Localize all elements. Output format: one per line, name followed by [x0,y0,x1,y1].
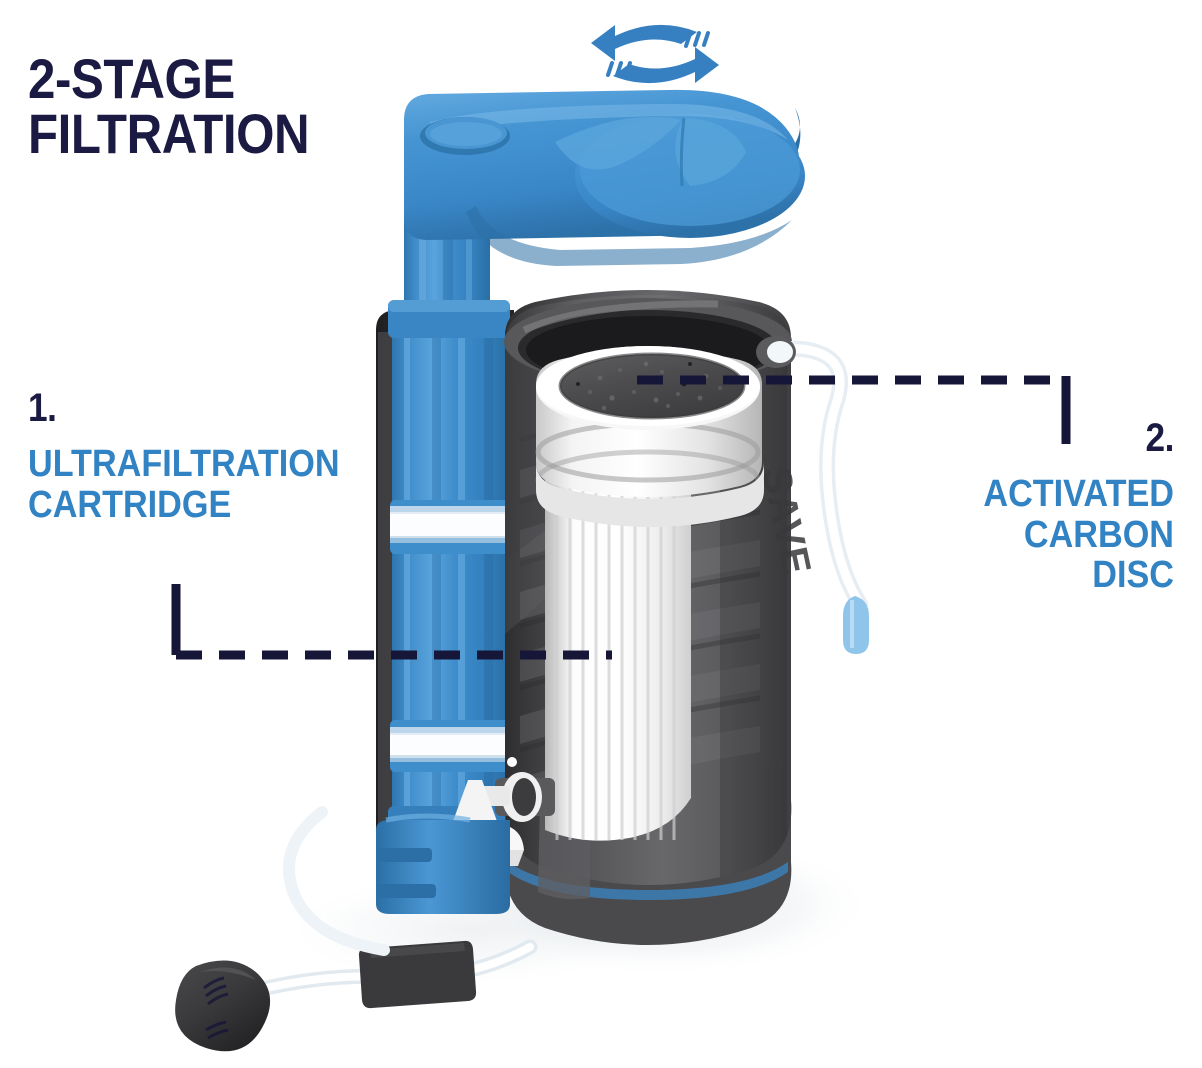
page-title: 2-STAGE FILTRATION [28,47,398,165]
activated-carbon-disc [560,354,744,418]
rear-hose-loop [282,806,390,956]
cartridge-base-foot [376,813,510,914]
drinking-hose [756,336,869,654]
rotation-arrows-icon [591,24,719,84]
cartridge-seal-band [390,720,510,772]
title-line-2: FILTRATION [28,101,310,165]
bottom-hose-assembly [175,939,538,1052]
ultrafiltration-cartridge[interactable] [388,300,510,862]
callout-right-number: 2. [1145,416,1175,460]
activated-carbon-disc-assembly [535,346,764,527]
callout-ultrafiltration-cartridge: 1. ULTRAFILTRATION CARTRIDGE [28,388,448,525]
callout-right-label-line-3: DISC [1092,554,1174,597]
pre-filter-block [358,940,477,1009]
callout-left-label-line-1: ULTRAFILTRATION [28,443,340,485]
end-cap [175,960,271,1052]
callout-left-label-line-2: CARTRIDGE [28,483,232,526]
leader-line-right [637,375,1071,444]
callout-right-label: ACTIVATED CARBON DISC [814,474,1174,596]
cartridge-seal-band [390,500,510,554]
callout-activated-carbon-disc: 2. ACTIVATED CARBON DISC [774,418,1174,596]
cone-valve [452,780,498,824]
callout-left-label: ULTRAFILTRATION CARTRIDGE [28,444,406,525]
leader-line-left [171,584,612,660]
callout-right-label-line-1: ACTIVATED [983,473,1174,515]
callout-right-label-line-2: CARBON [1023,513,1174,556]
title-line-1: 2-STAGE [28,47,235,110]
callout-left-number: 1. [28,386,57,430]
rotating-handle[interactable] [404,89,805,266]
hose-tip [843,596,869,654]
